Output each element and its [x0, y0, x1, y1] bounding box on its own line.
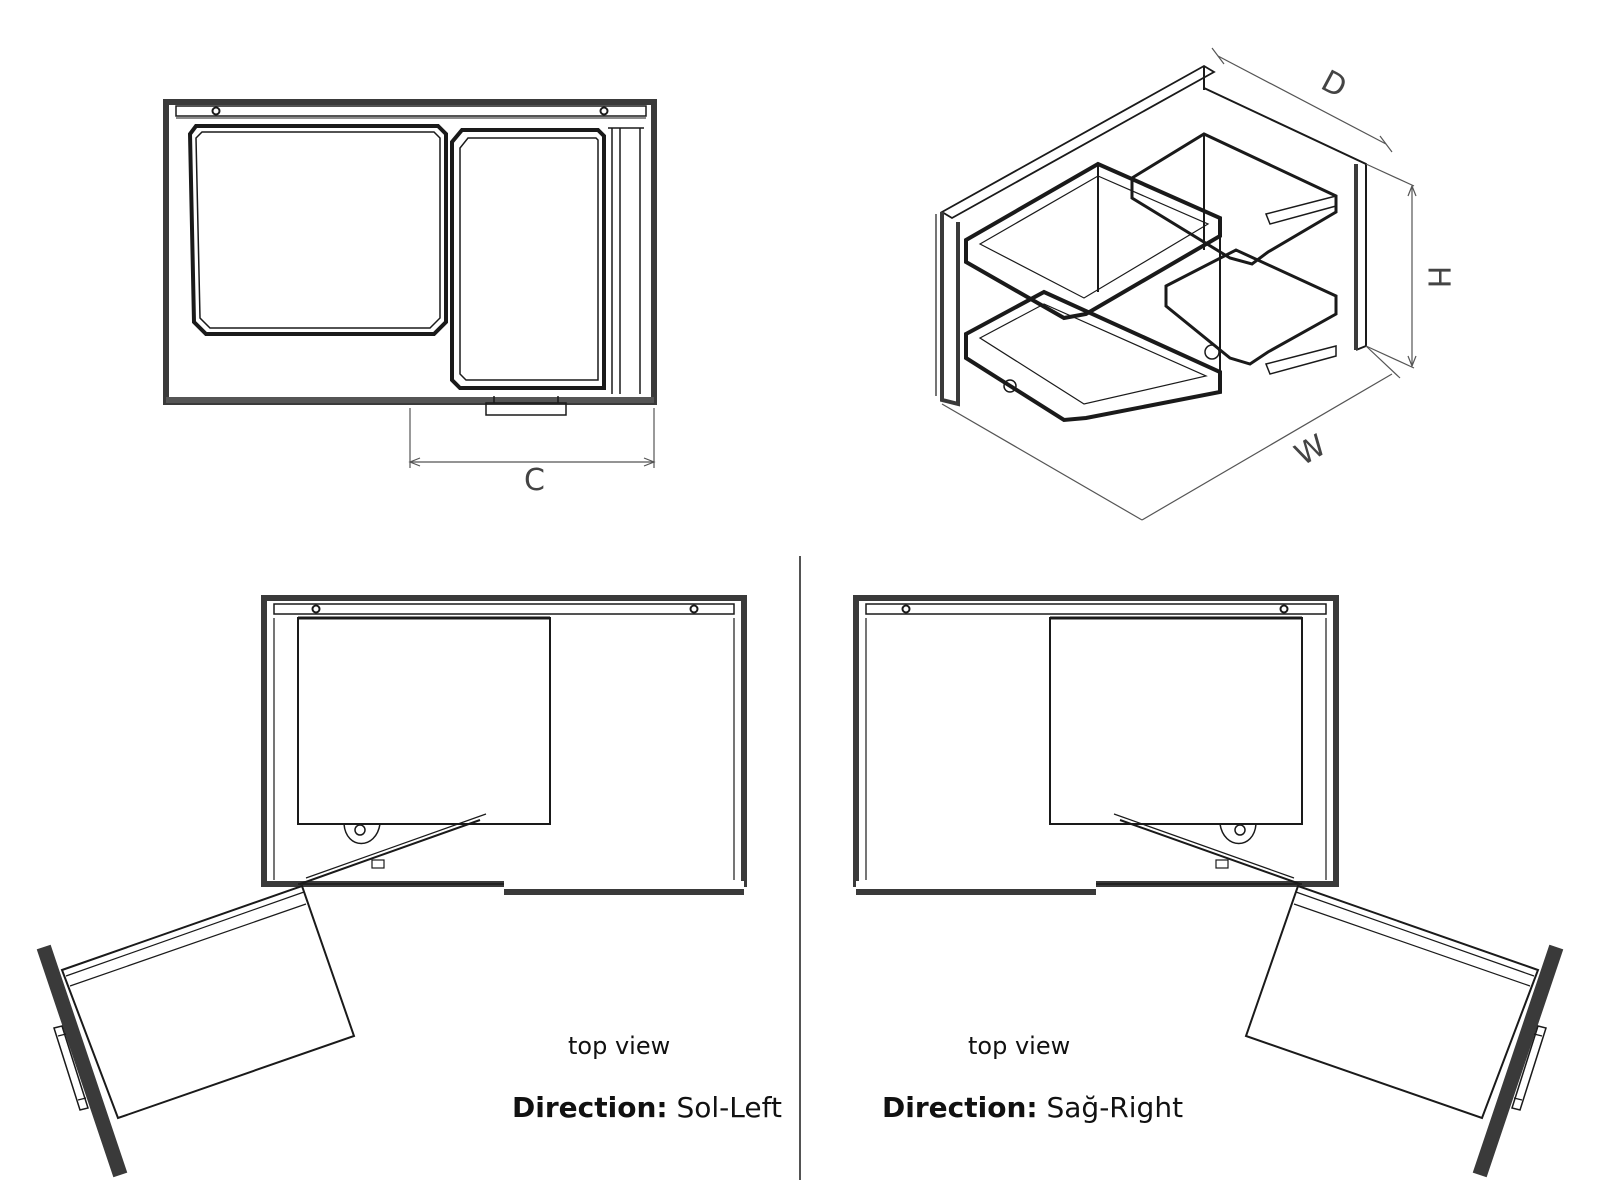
screw-icon	[1279, 604, 1289, 614]
screw-icon	[901, 604, 911, 614]
handle-icon	[485, 402, 567, 416]
top-view-right	[853, 595, 1564, 1178]
handle-icon	[1511, 1025, 1547, 1111]
direction-value: Sol-Left	[676, 1091, 782, 1124]
lower-tray	[964, 289, 1222, 423]
cabinet-outline	[853, 595, 1339, 887]
direction-value: Sağ-Right	[1046, 1091, 1184, 1124]
pulled-out-basket	[1244, 884, 1540, 1120]
dimension-h-label: H	[1420, 265, 1456, 289]
upper-tray	[964, 161, 1222, 321]
inner-shelf	[1049, 617, 1303, 825]
cabinet-outline	[261, 595, 747, 887]
screw-icon	[311, 604, 321, 614]
left-view-caption: top view	[568, 1032, 671, 1060]
left-direction-label: Direction: Sol-Left	[512, 1094, 782, 1122]
door-panel	[1472, 944, 1564, 1178]
right-direction-label: Direction: Sağ-Right	[882, 1094, 1183, 1122]
inner-shelf	[297, 617, 551, 825]
dimension-d-line	[1211, 47, 1393, 153]
isometric-view	[935, 47, 1417, 521]
handle-icon	[53, 1025, 89, 1111]
right-view-caption: top view	[968, 1032, 1071, 1060]
dimension-c-line	[408, 408, 656, 468]
direction-label: Direction:	[512, 1091, 668, 1124]
screw-icon	[689, 604, 699, 614]
pulled-out-basket	[60, 884, 356, 1120]
cabinet-outline	[163, 99, 657, 405]
dimension-c-label: C	[524, 463, 545, 498]
direction-label: Direction:	[882, 1091, 1038, 1124]
plan-view-top	[163, 99, 657, 468]
screw-icon	[599, 106, 609, 116]
screw-icon	[211, 106, 221, 116]
dimension-w-line	[941, 345, 1401, 521]
right-shelf	[450, 128, 606, 390]
door-panel	[36, 944, 128, 1178]
dimension-h-line	[1365, 163, 1417, 369]
top-view-left	[36, 595, 747, 1178]
left-shelf	[187, 124, 448, 336]
